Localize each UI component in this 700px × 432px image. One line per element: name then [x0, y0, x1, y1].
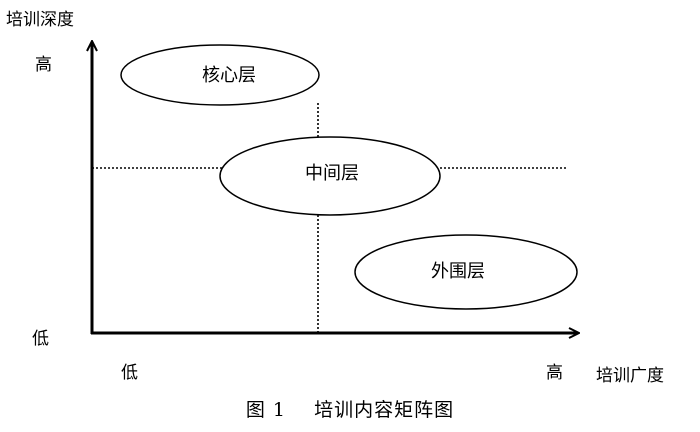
figure-caption: 图 1 培训内容矩阵图 — [245, 399, 455, 421]
outer-layer-label: 外围层 — [431, 261, 485, 282]
core-layer-label: 核心层 — [202, 65, 256, 86]
x-axis-high-label: 高 — [546, 363, 563, 383]
y-axis-low-label: 低 — [32, 329, 49, 349]
middle-layer-label: 中间层 — [305, 163, 359, 184]
y-axis-high-label: 高 — [35, 55, 52, 75]
x-axis-title: 培训广度 — [596, 366, 664, 386]
y-axis-title: 培训深度 — [6, 10, 74, 30]
outer-layer-ellipse — [354, 234, 578, 310]
x-axis-low-label: 低 — [121, 363, 138, 383]
core-layer-ellipse — [120, 44, 320, 106]
middle-layer-ellipse — [219, 136, 441, 216]
